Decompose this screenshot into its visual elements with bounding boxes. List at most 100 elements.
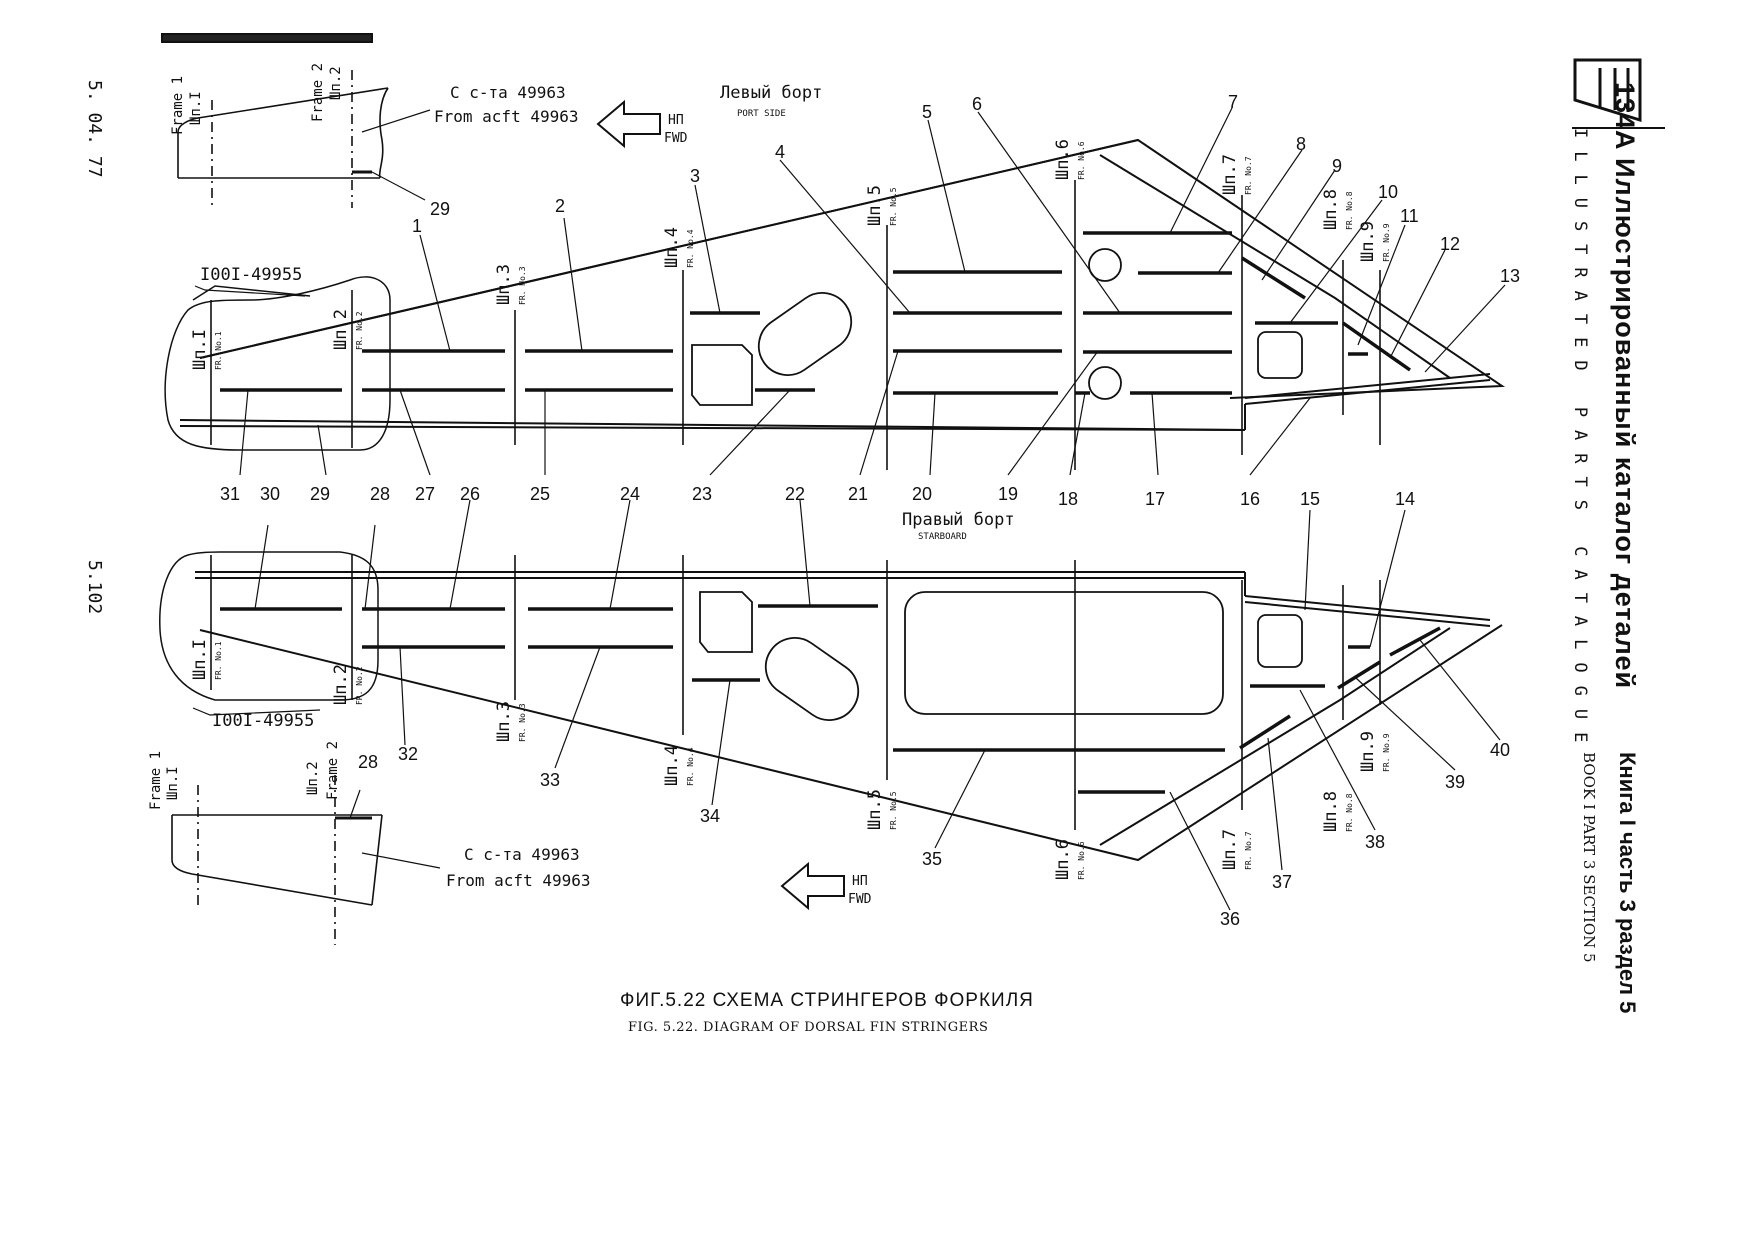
- starboard-frame-label: Шп.I: [190, 639, 210, 680]
- starboard-frame-label-en: FR. No.6: [1077, 841, 1086, 880]
- port-stringers: [220, 231, 1412, 395]
- starboard-frame-label-en: FR. No.4: [686, 747, 695, 786]
- starboard-effectivity-ru: С с-та 49963: [464, 845, 580, 864]
- port-frame-label: Шп.9: [1358, 221, 1378, 262]
- port-callout: 25: [530, 484, 550, 504]
- port-callout: 3: [690, 166, 700, 186]
- starboard-callout: 34: [700, 806, 720, 826]
- starboard-frame-label: Шп.8: [1321, 791, 1341, 832]
- port-callout: 23: [692, 484, 712, 504]
- starboard-side-en: STARBOARD: [918, 532, 967, 542]
- inset-frame2-ru-stb: Шп.2: [305, 761, 321, 795]
- starboard-callout: 36: [1220, 909, 1240, 929]
- port-leader-lines: [239, 107, 1506, 476]
- port-callout: 10: [1378, 182, 1398, 202]
- port-callout: 21: [848, 484, 868, 504]
- port-inset-callout: 29: [430, 199, 450, 219]
- margin-page-number: 5.102: [84, 560, 105, 615]
- port-fin-outline: [179, 138, 1506, 431]
- starboard-callout: 40: [1490, 740, 1510, 760]
- port-cutouts: [691, 248, 1303, 406]
- starboard-fwd-en: FWD: [848, 892, 872, 907]
- starboard-callout: 33: [540, 770, 560, 790]
- port-callout: 1: [412, 216, 422, 236]
- book-part-section-ru: Книга I часть 3 раздел 5: [1615, 752, 1640, 1014]
- starboard-frame-label: Шп.5: [865, 789, 885, 830]
- starboard-frame-label: Шп.9: [1358, 731, 1378, 772]
- port-callout: 26: [460, 484, 480, 504]
- port-callout: 5: [922, 102, 932, 122]
- logo-text: 134A: [1610, 82, 1640, 150]
- starboard-frame-label-en: FR. No.7: [1244, 831, 1253, 870]
- port-frame-label: Шп.8: [1321, 189, 1341, 230]
- inset-frame2-ru: Шп.2: [328, 66, 344, 100]
- logo-mark: [1573, 58, 1642, 123]
- port-callout: 2: [555, 196, 565, 216]
- starboard-frame-label-en: FR. No.1: [214, 641, 223, 680]
- title-text: Иллюстрированный каталог деталей: [1610, 158, 1640, 690]
- port-frame-label-en: FR. No.7: [1244, 156, 1253, 195]
- figure-caption-ru: ФИГ.5.22 СХЕМА СТРИНГЕРОВ ФОРКИЛЯ: [620, 990, 1034, 1011]
- starboard-callout: 35: [922, 849, 942, 869]
- catalogue-title-ru: 134A Иллюстрированный каталог деталей: [1609, 82, 1640, 689]
- port-frame-label-en: FR. No.2: [355, 311, 364, 350]
- port-callout: 13: [1500, 266, 1520, 286]
- port-side-en: PORT SIDE: [737, 109, 786, 119]
- port-effectivity-en: From acft 49963: [434, 107, 579, 126]
- starboard-range-label: I00I-49955: [212, 711, 314, 731]
- port-callout: 20: [912, 484, 932, 504]
- port-callout: 29: [310, 484, 330, 504]
- port-callout: 11: [1400, 206, 1419, 226]
- port-callout: 18: [1058, 489, 1078, 509]
- starboard-callout: 39: [1445, 772, 1465, 792]
- starboard-frame-label: Шп.6: [1053, 839, 1073, 880]
- port-callout: 9: [1332, 156, 1342, 176]
- starboard-effectivity-en: From acft 49963: [446, 871, 591, 890]
- starboard-frame-label: Шп.4: [662, 745, 682, 786]
- margin-date: 5. 04. 77: [84, 80, 105, 178]
- port-frame-label-en: FR. No.4: [686, 229, 695, 268]
- port-callout: 24: [620, 484, 640, 504]
- port-callout: 16: [1240, 489, 1260, 509]
- port-callout: 28: [370, 484, 390, 504]
- port-frame-label: Шп.3: [494, 264, 514, 305]
- figure-caption-en: FIG. 5.22. DIAGRAM OF DORSAL FIN STRINGE…: [628, 1020, 989, 1035]
- starboard-cutouts: [699, 591, 1303, 721]
- starboard-fin-outline: [195, 571, 1503, 862]
- port-detail-inset: [177, 70, 431, 208]
- starboard-frame-label: Шп.7: [1220, 829, 1240, 870]
- port-inset-boundary: [164, 276, 391, 451]
- starboard-frame-label-en: FR. No.9: [1382, 733, 1391, 772]
- starboard-frame-label: Шп.2: [331, 664, 351, 705]
- inset-frame1-label: Frame 1: [170, 76, 186, 135]
- port-frame-label: Шп.5: [865, 185, 885, 226]
- starboard-inset-callout: 28: [358, 752, 378, 772]
- port-range-label: I00I-49955: [200, 265, 302, 285]
- port-callout: 8: [1296, 134, 1306, 154]
- port-frame-label: Шп.2: [331, 309, 351, 350]
- port-callout: 17: [1145, 489, 1165, 509]
- starboard-frame-label-en: FR. No.2: [355, 666, 364, 705]
- port-callout: 31: [220, 484, 240, 504]
- starboard-fwd-ru: НП: [852, 874, 868, 889]
- port-frame-label-en: FR. No.5: [889, 187, 898, 226]
- port-fwd-en: FWD: [664, 131, 688, 146]
- port-callout: 22: [785, 484, 805, 504]
- port-side-ru: Левый борт: [720, 83, 822, 103]
- top-strip: [161, 33, 373, 43]
- starboard-inset-boundary: [159, 551, 379, 701]
- inset-frame1-label-stb: Frame 1: [148, 751, 164, 810]
- book-part-section-en: BOOK I PART 3 SECTION 5: [1580, 752, 1598, 963]
- port-frame-label: Шп.7: [1220, 154, 1240, 195]
- starboard-frame-label-en: FR. No.5: [889, 791, 898, 830]
- port-frame-label-en: FR. No.3: [518, 266, 527, 305]
- starboard-frame-lines: [210, 555, 1381, 830]
- starboard-fwd-arrow: [780, 861, 845, 911]
- inset-frame2-label-stb: Frame 2: [325, 741, 341, 800]
